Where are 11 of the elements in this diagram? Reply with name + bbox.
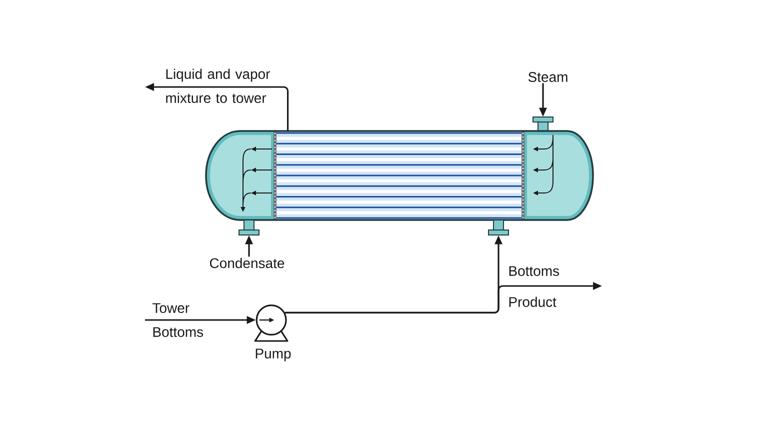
node-label: Pump xyxy=(256,348,291,362)
heat-exchanger xyxy=(205,130,594,221)
stream-label: Condensate xyxy=(210,258,284,268)
stream-label: Steam xyxy=(528,72,568,82)
nozzle xyxy=(532,116,554,132)
nozzle xyxy=(238,220,260,236)
edge-label: Tower Bottoms xyxy=(152,303,204,337)
edge-label: Liquid and vapor mixture to tower xyxy=(166,68,270,103)
pump-symbol xyxy=(254,304,288,342)
nozzle xyxy=(488,220,509,236)
edge-label: Bottoms Product xyxy=(509,266,560,307)
